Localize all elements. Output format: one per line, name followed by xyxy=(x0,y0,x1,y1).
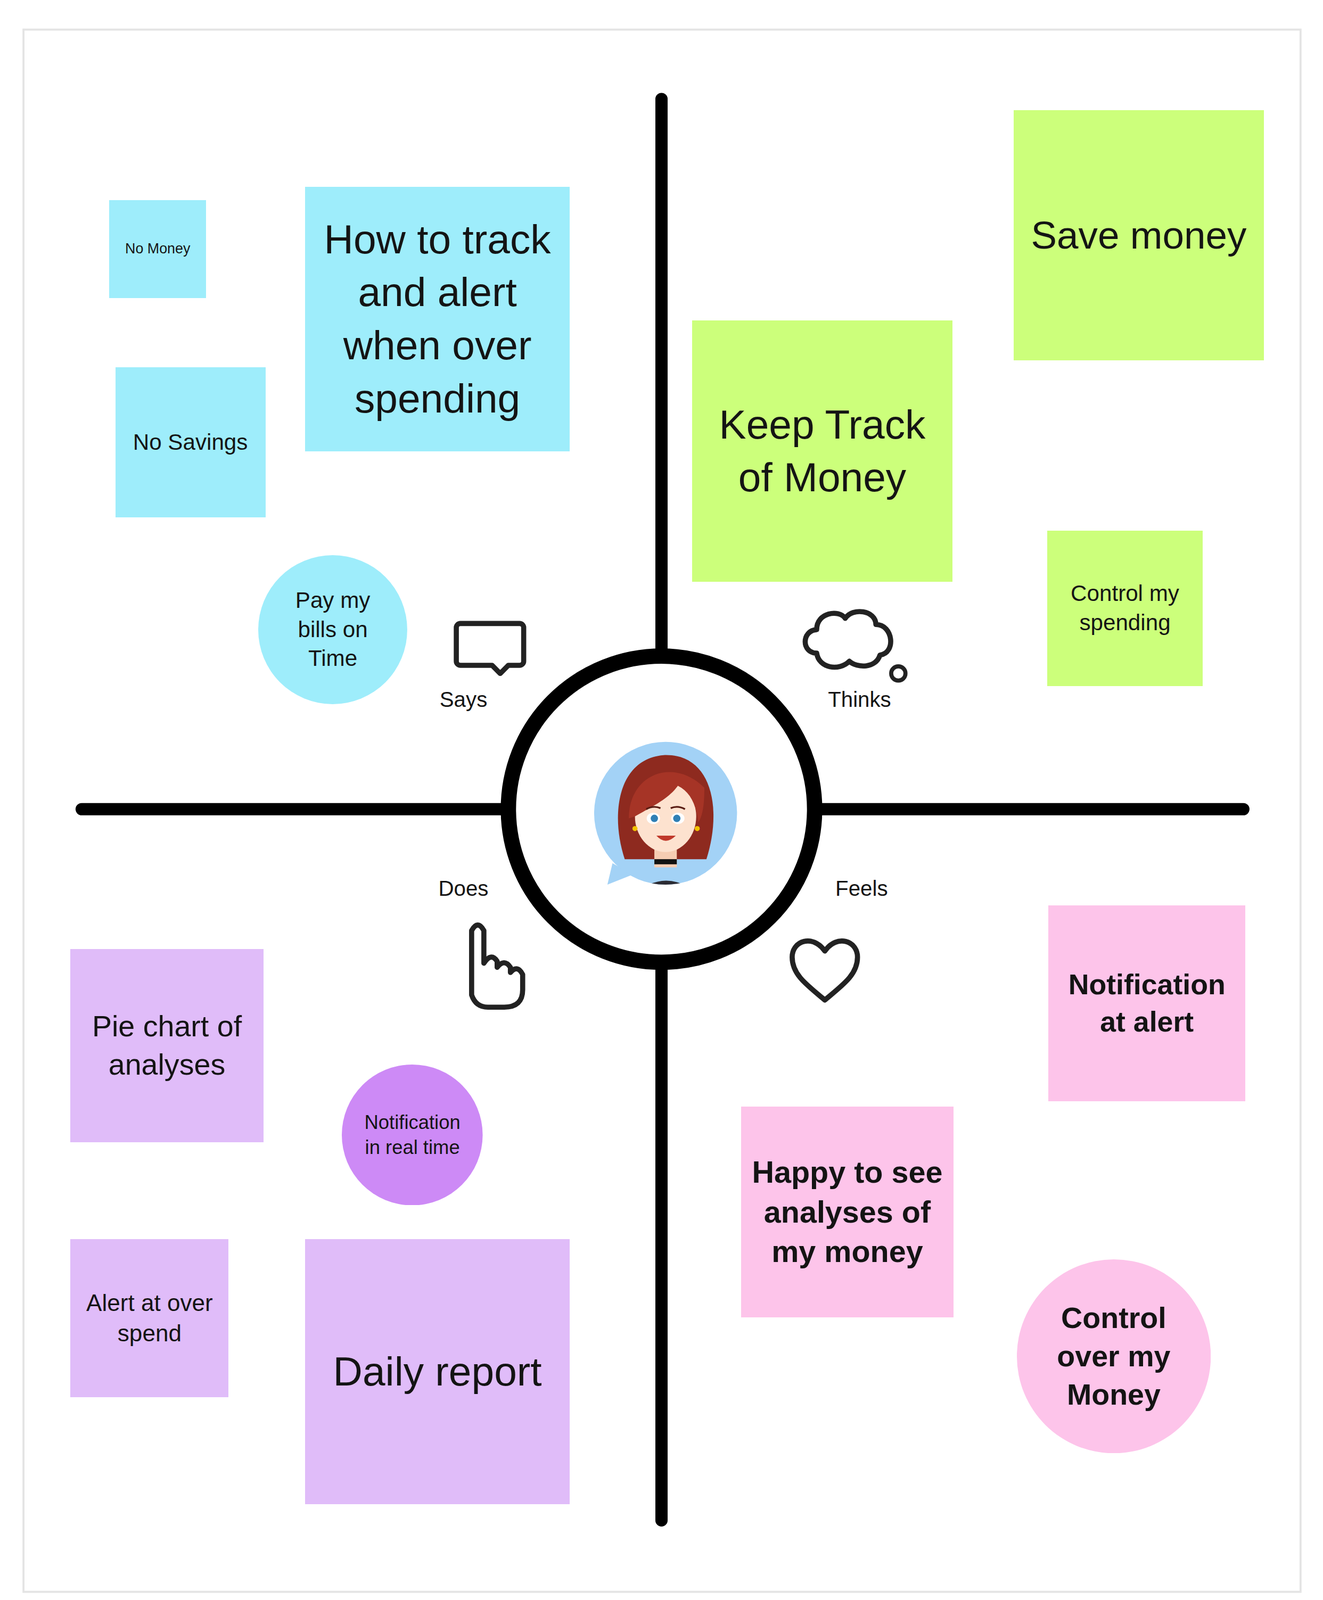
note-text: No Money xyxy=(115,239,201,259)
sticky-note: Pie chart of analyses xyxy=(70,949,264,1142)
sticky-note: No Savings xyxy=(115,367,266,518)
note-text: Keep Track of Money xyxy=(700,398,944,505)
avatar-choker xyxy=(654,859,677,865)
avatar-iris xyxy=(672,815,681,823)
circle-fill xyxy=(1016,1259,1211,1454)
avatar-eye xyxy=(671,812,685,825)
note-text: Pie chart of analyses xyxy=(78,1007,256,1085)
note-text-group: Keep Track of Money xyxy=(700,398,944,505)
note-text: Control my spending xyxy=(1055,579,1195,638)
note-text-group: Notification at alert xyxy=(1055,966,1239,1041)
quadrant-label: Thinks xyxy=(827,687,892,713)
center-circle xyxy=(508,656,815,963)
sticky-note: Daily report xyxy=(305,1239,570,1506)
note-text: Pay my bills on Time xyxy=(274,586,391,675)
note-text: No Savings xyxy=(123,428,258,458)
sticky-note: Save money xyxy=(1013,110,1264,361)
avatar-bangs xyxy=(628,772,705,824)
avatar-shirt xyxy=(630,880,703,899)
note-text-group: Daily report xyxy=(313,1345,562,1399)
note-text: Control over my Money xyxy=(1038,1299,1190,1415)
avatar-eye xyxy=(646,812,661,825)
avatar-bubble xyxy=(594,742,737,885)
avatar-hair-back xyxy=(618,755,714,860)
note-text: Alert at over spend xyxy=(76,1287,223,1350)
circle-note: Notification in real time xyxy=(341,1064,483,1206)
sticky-note: How to track and alert when over spendin… xyxy=(305,186,570,452)
note-text: Notification at alert xyxy=(1055,966,1239,1041)
note-text-group: No Savings xyxy=(123,428,258,458)
thinks-icon xyxy=(804,611,891,668)
sticky-note: Keep Track of Money xyxy=(692,320,953,582)
avatar-iris xyxy=(650,815,659,823)
avatar-mouth xyxy=(656,835,676,842)
circle-note: Pay my bills on Time xyxy=(258,555,408,705)
note-text-group: Control over my Money xyxy=(1038,1299,1190,1415)
note-text: Daily report xyxy=(313,1345,562,1399)
avatar-earring xyxy=(632,826,638,832)
circle-outline xyxy=(341,1064,483,1206)
circle-fill xyxy=(258,555,408,705)
says-icon xyxy=(456,623,524,674)
note-text-group: How to track and alert when over spendin… xyxy=(313,212,562,426)
feels-icon xyxy=(792,941,858,1001)
page-frame xyxy=(23,29,1301,1593)
quadrant-label: Does xyxy=(438,876,489,902)
note-text-group: Alert at over spend xyxy=(76,1287,223,1350)
note-text: Notification in real time xyxy=(357,1110,468,1161)
sticky-note: Notification at alert xyxy=(1048,905,1246,1102)
quadrant-label: Feels xyxy=(835,876,888,902)
avatar-earring xyxy=(694,826,701,832)
note-text-group: Pay my bills on Time xyxy=(274,586,391,675)
circle-fill xyxy=(341,1064,483,1206)
note-text: Save money xyxy=(1021,210,1256,261)
note-text-group: Happy to see analyses of my money xyxy=(748,1152,947,1272)
note-text-group: No Money xyxy=(115,239,201,259)
does-icon xyxy=(471,925,523,1008)
note-text-group: Notification in real time xyxy=(357,1110,468,1161)
avatar-brow xyxy=(670,807,686,810)
note-text: Happy to see analyses of my money xyxy=(748,1152,947,1272)
note-text-group: Pie chart of analyses xyxy=(78,1007,256,1085)
avatar-brow xyxy=(646,807,661,810)
note-text: How to track and alert when over spendin… xyxy=(313,212,562,426)
note-text-group: Save money xyxy=(1021,210,1256,261)
sticky-note: No Money xyxy=(109,200,207,299)
circle-note: Control over my Money xyxy=(1016,1259,1211,1454)
note-text-group: Control my spending xyxy=(1055,579,1195,638)
sticky-note: Happy to see analyses of my money xyxy=(741,1106,954,1319)
sticky-note: Alert at over spend xyxy=(70,1239,229,1398)
thinks-icon-dot xyxy=(891,666,906,681)
avatar-illustration xyxy=(594,742,737,899)
sticky-note: Control my spending xyxy=(1047,530,1203,686)
quadrant-label: Says xyxy=(439,687,488,713)
